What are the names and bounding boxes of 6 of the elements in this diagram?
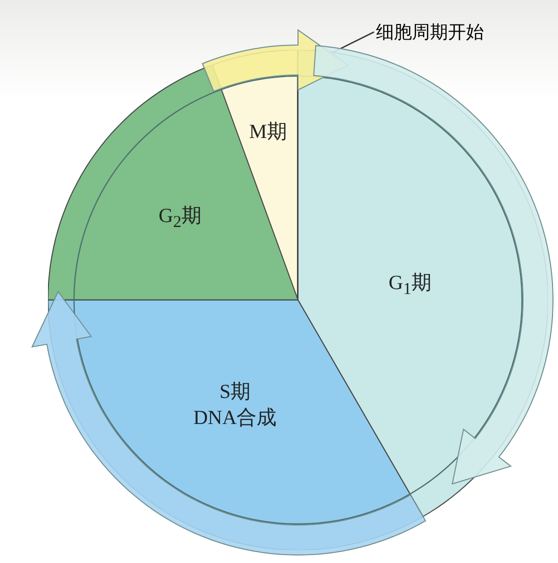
phase-label: DNA合成	[193, 406, 277, 431]
phase-label: G$_{1}$期	[388, 271, 432, 300]
phase-label: M期	[249, 120, 287, 145]
phase-label: S期	[218, 380, 252, 405]
phase-label: G$_{2}$期	[158, 204, 202, 233]
start-label: 细胞周期开始	[376, 21, 484, 44]
